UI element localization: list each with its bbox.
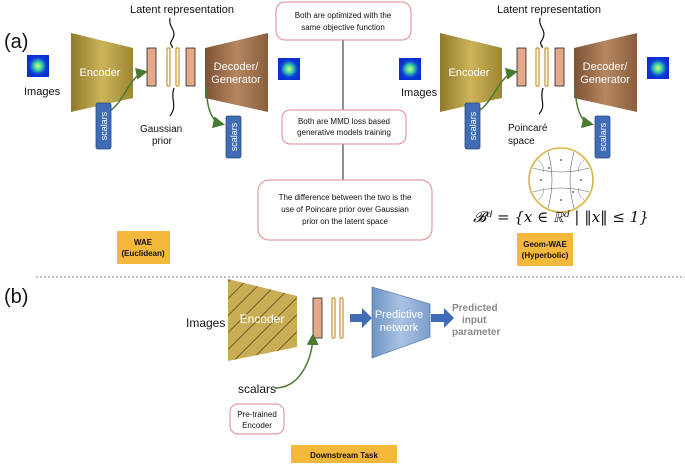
encoder-right [440, 33, 502, 112]
scalars-input-right [464, 102, 481, 150]
latent-block-left-3 [175, 47, 180, 87]
prior-label-left-2: prior [152, 136, 173, 147]
encoder-b-label: Encoder [240, 312, 285, 326]
network-label-2: network [380, 322, 419, 334]
scalars-output-right-label: scalars [598, 122, 608, 151]
note-1-line1: Both are optimized with the [295, 11, 392, 20]
arrow-to-network [350, 308, 372, 328]
arrow-to-output [431, 308, 454, 328]
poincare-disk-icon [528, 147, 594, 213]
pretrained-line1: Pre-trained [237, 410, 277, 419]
output-label-1: Predicted [452, 303, 498, 314]
input-image-left [27, 55, 49, 77]
badge-wae-line1: WAE [134, 238, 153, 247]
note-2-line2: generative models training [297, 128, 391, 137]
latent-block-left-2 [166, 47, 171, 87]
badge-wae-line2: (Euclidean) [121, 249, 164, 258]
downstream-task-badge [291, 445, 397, 463]
panel-a-label: (a) [4, 31, 28, 53]
badge-wae [117, 231, 170, 264]
note-3 [257, 179, 433, 241]
latent-block-b-2 [331, 297, 336, 339]
output-label-2: input [462, 315, 487, 326]
output-image-right [647, 57, 669, 79]
encoder-left-label: Encoder [80, 67, 121, 79]
latent-block-left-4 [185, 47, 196, 87]
decoder-right-label-2: Generator [580, 74, 630, 86]
scalars-arrow-in-left [110, 67, 148, 111]
note-1 [275, 1, 412, 41]
scalars-arrow-out-left [205, 85, 225, 129]
images-label-right: Images [401, 87, 438, 99]
prior-pointer-left [169, 87, 175, 117]
pretrained-line2: Encoder [242, 421, 272, 430]
latent-block-b-1 [312, 297, 323, 339]
pretrained-box [229, 403, 285, 435]
note-3-line1: The difference between the two is the [279, 193, 412, 202]
scalars-input-left [95, 102, 112, 150]
encoder-right-label: Encoder [449, 67, 490, 79]
panel-b-label: (b) [4, 286, 28, 308]
decoder-left [205, 33, 268, 112]
note-2-line1: Both are MMD loss based [298, 117, 390, 126]
scalars-label-b: scalars [238, 382, 276, 396]
encoder-b [228, 279, 297, 361]
output-label-3: parameter [452, 327, 500, 338]
downstream-task-label: Downstream Task [310, 451, 378, 460]
latent-block-left-1 [146, 47, 157, 87]
poincare-formula: 𝓑ᵈ = {x ∈ ℝᵈ | ‖x‖ ≤ 1} [473, 208, 649, 226]
note-3-line2: use of Poincare prior over Gaussian [281, 205, 409, 214]
scalars-arrow-out-right [574, 85, 594, 129]
space-label-right-2: space [508, 136, 535, 147]
decoder-left-label-1: Decoder/ [214, 61, 260, 73]
latent-block-right-2 [535, 47, 540, 87]
scalars-output-left [225, 115, 242, 159]
latent-block-right-1 [516, 47, 527, 87]
badge-geom-wae-line1: Geom-WAE [523, 240, 567, 249]
latent-pointer-right [539, 17, 545, 49]
latent-block-b-3 [339, 297, 344, 339]
input-image-right [399, 58, 421, 80]
network-label-1: Predictive [375, 309, 423, 321]
latent-label-left: Latent representation [130, 4, 234, 16]
decoder-right [574, 33, 637, 112]
badge-geom-wae [517, 233, 573, 266]
scalars-arrow-in-right [479, 67, 518, 111]
note-1-line2: same objective function [301, 23, 385, 32]
scalars-arrow-b [274, 333, 319, 389]
images-label-b: Images [186, 316, 225, 330]
images-label-left: Images [24, 86, 61, 98]
predictive-network [371, 286, 431, 359]
space-label-right-1: Poincaré [508, 123, 548, 134]
latent-label-right: Latent representation [497, 4, 601, 16]
latent-block-right-4 [554, 47, 565, 87]
scalars-input-left-label: scalars [99, 111, 109, 140]
prior-label-left-1: Gaussian [140, 124, 182, 135]
space-pointer-right [538, 87, 544, 115]
encoder-left [71, 33, 133, 112]
scalars-output-left-label: scalars [229, 122, 239, 151]
decoder-right-label-1: Decoder/ [583, 61, 629, 73]
note-3-line3: prior on the latent space [302, 217, 388, 226]
decoder-left-label-2: Generator [211, 74, 261, 86]
note-2 [281, 109, 407, 145]
scalars-output-right [594, 115, 611, 159]
latent-block-right-3 [544, 47, 549, 87]
output-image-left [278, 58, 300, 80]
badge-geom-wae-line2: (Hyperbolic) [522, 251, 569, 260]
scalars-input-right-label: scalars [468, 111, 478, 140]
latent-pointer-left [169, 17, 175, 49]
